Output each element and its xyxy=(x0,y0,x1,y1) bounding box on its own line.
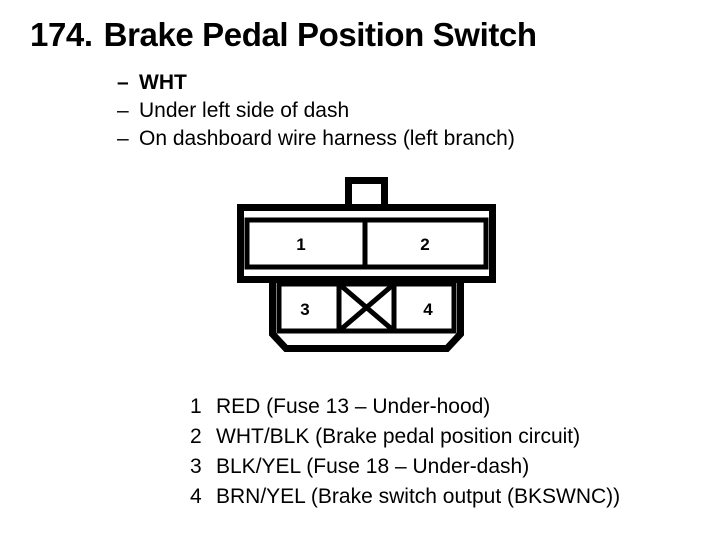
connector-drawing: 1 2 3 4 xyxy=(237,177,496,352)
connector-pin-cell-2 xyxy=(362,217,489,270)
pin-legend-number: 2 xyxy=(190,425,202,448)
page-title: 174. Brake Pedal Position Switch xyxy=(30,18,537,51)
pin-legend-row: 1 RED (Fuse 13 – Under-hood) xyxy=(190,392,620,422)
connector-locking-tab xyxy=(345,177,388,210)
dash-bullet-icon: – xyxy=(117,127,129,150)
connector-upper-shell xyxy=(237,204,496,283)
pin-legend-number: 1 xyxy=(190,395,202,418)
spec-list-item: –Under left side of dash xyxy=(117,97,515,125)
connector-pin-label-2: 2 xyxy=(420,235,429,254)
spec-list: –WHT –Under left side of dash –On dashbo… xyxy=(117,69,515,153)
pin-legend-row: 2 WHT/BLK (Brake pedal position circuit) xyxy=(190,422,620,452)
connector-pin-label-3: 3 xyxy=(300,300,309,319)
blocked-cavity-x-icon xyxy=(337,282,396,333)
pin-legend-description: BRN/YEL (Brake switch output (BKSWNC)) xyxy=(216,485,621,508)
connector-lower-shell xyxy=(269,279,464,352)
spec-list-item-label: WHT xyxy=(139,71,187,94)
pin-legend-description: BLK/YEL (Fuse 18 – Under-dash) xyxy=(216,455,530,478)
pin-legend-row: 4 BRN/YEL (Brake switch output (BKSWNC)) xyxy=(190,482,620,512)
pin-legend-row: 3 BLK/YEL (Fuse 18 – Under-dash) xyxy=(190,452,620,482)
spec-list-item-label: Under left side of dash xyxy=(139,99,350,122)
connector-pin-label-4: 4 xyxy=(423,300,433,319)
pin-legend: 1 RED (Fuse 13 – Under-hood) 2 WHT/BLK (Br… xyxy=(190,392,620,512)
pin-legend-number: 4 xyxy=(190,485,202,508)
page-title-number: 174. xyxy=(30,16,93,53)
connector-pin-cell-1 xyxy=(244,217,368,270)
pin-legend-number: 3 xyxy=(190,455,202,478)
connector-pin-label-1: 1 xyxy=(296,235,305,254)
spec-list-item: –On dashboard wire harness (left branch) xyxy=(117,125,515,153)
spec-list-item-label: On dashboard wire harness (left branch) xyxy=(139,127,515,150)
connector-diagram: 1 2 3 4 xyxy=(225,168,505,363)
dash-bullet-icon: – xyxy=(117,99,129,122)
dash-bullet-icon: – xyxy=(117,71,129,94)
connector-blocked-cavity xyxy=(336,281,397,334)
page-title-name: Brake Pedal Position Switch xyxy=(103,16,537,53)
pin-legend-description: WHT/BLK (Brake pedal position circuit) xyxy=(216,425,581,448)
spec-list-item: –WHT xyxy=(117,69,515,97)
pin-legend-description: RED (Fuse 13 – Under-hood) xyxy=(216,395,491,418)
